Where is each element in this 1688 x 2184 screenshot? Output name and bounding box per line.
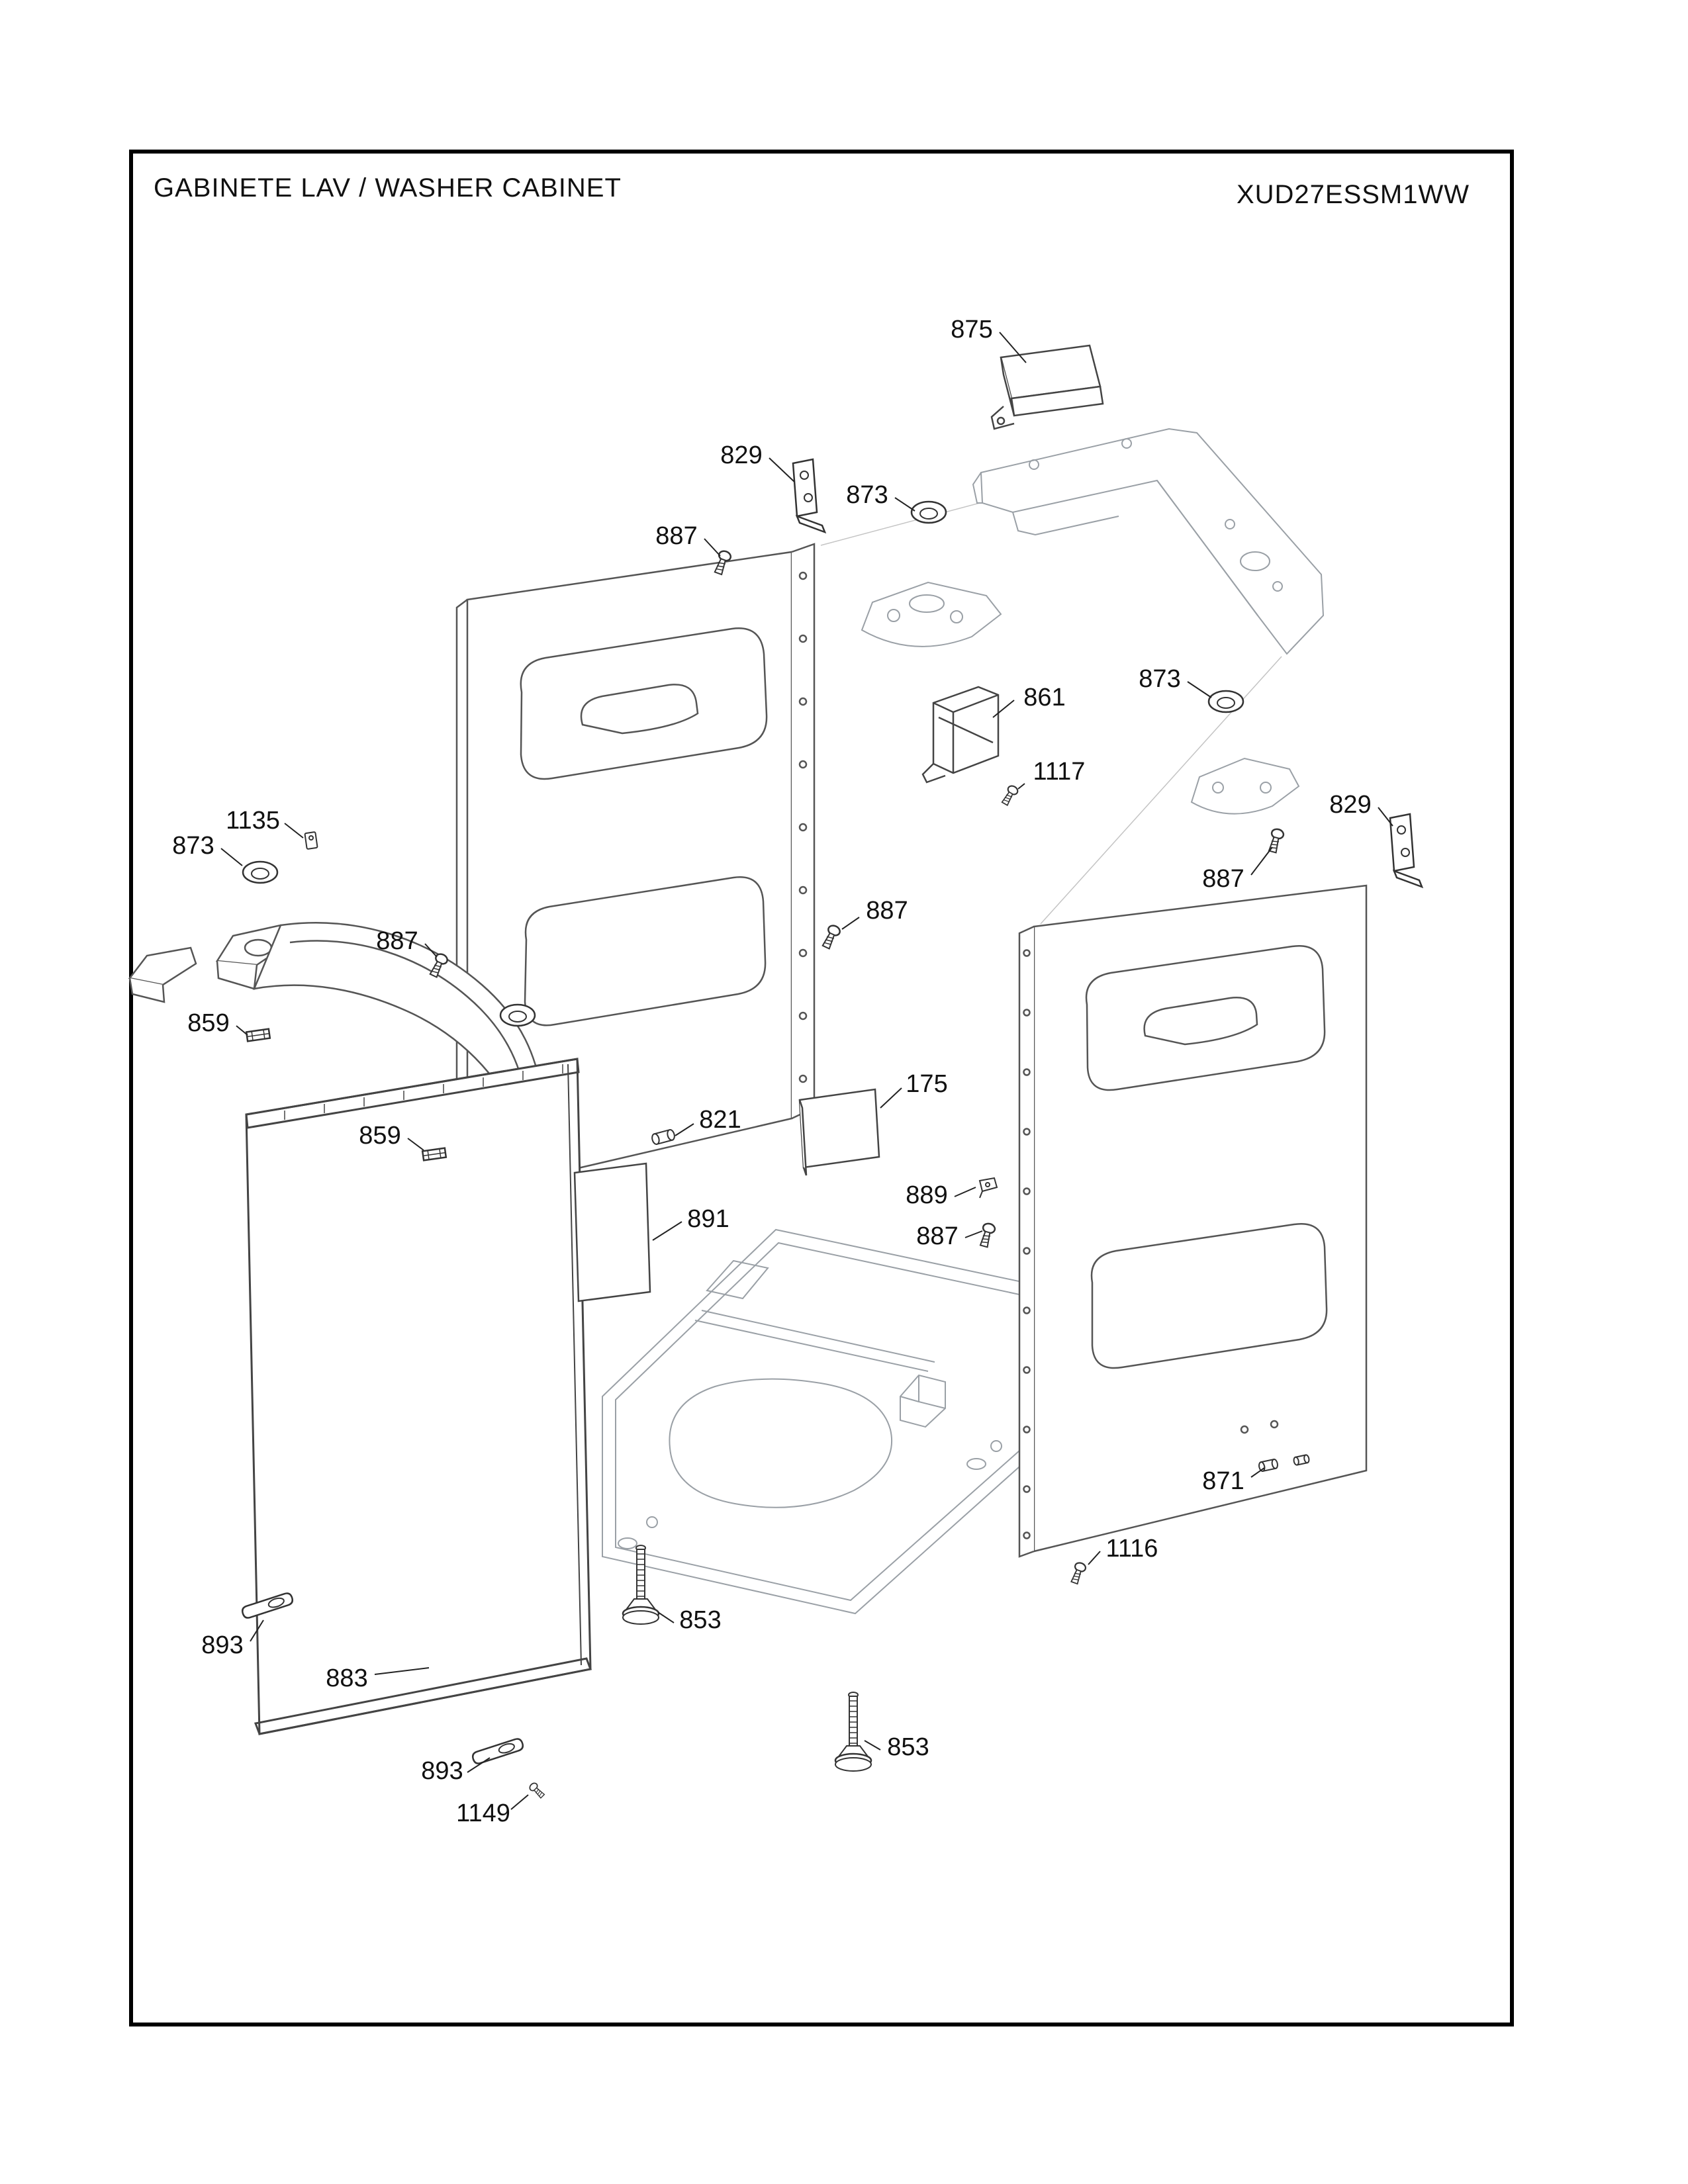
callout-leader-893 xyxy=(467,1757,491,1773)
part-829-bracket-top xyxy=(792,458,826,533)
part-873-grommet-right xyxy=(1207,690,1244,713)
part-859-clip-frontpanel xyxy=(421,1147,447,1161)
part-1117-screw xyxy=(1000,783,1020,807)
part-889-fastener xyxy=(978,1177,998,1199)
diagram-title: GABINETE LAV / WASHER CABINET xyxy=(154,173,622,203)
callout-leader-887 xyxy=(964,1230,983,1238)
callout-leader-859 xyxy=(236,1025,248,1036)
page-border xyxy=(129,150,1514,2026)
callout-leader-1116 xyxy=(1088,1551,1101,1565)
part-887-screw-rightpanel xyxy=(977,1221,997,1249)
part-top-rear-frame xyxy=(972,428,1325,655)
part-861-bracket xyxy=(921,686,1000,784)
callout-leader-175 xyxy=(880,1087,902,1109)
part-893-handle-bottom xyxy=(470,1737,526,1766)
callout-leader-893 xyxy=(250,1619,264,1642)
part-175-label-card xyxy=(798,1088,880,1176)
callout-leader-1117 xyxy=(1017,783,1025,790)
part-875-junction-box xyxy=(990,344,1104,430)
part-873-grommet-left xyxy=(242,860,279,884)
part-callout-829: 829 xyxy=(720,441,762,469)
part-callout-875: 875 xyxy=(951,316,992,343)
part-callout-1117: 1117 xyxy=(1033,758,1086,786)
callout-leader-891 xyxy=(652,1221,682,1241)
callout-leader-887 xyxy=(704,538,721,557)
part-891-label-sheet xyxy=(573,1162,651,1302)
callout-leader-887 xyxy=(424,943,438,958)
part-callout-1135: 1135 xyxy=(226,807,280,835)
callout-leader-875 xyxy=(999,332,1027,363)
callout-leader-853 xyxy=(657,1612,675,1623)
part-corner-gusset-right xyxy=(1190,757,1300,815)
callout-leader-859 xyxy=(407,1138,424,1151)
part-callout-873: 873 xyxy=(1139,665,1180,693)
part-callout-891: 891 xyxy=(687,1205,729,1233)
part-1135-clip xyxy=(304,831,318,850)
part-873-grommet-frame xyxy=(499,1003,536,1027)
part-callout-871: 871 xyxy=(1202,1467,1244,1495)
callout-leader-1149 xyxy=(510,1794,529,1810)
callout-leader-829 xyxy=(769,457,795,482)
part-callout-887: 887 xyxy=(866,897,908,925)
part-callout-859: 859 xyxy=(187,1009,229,1037)
part-corner-gusset-rear xyxy=(861,581,1002,647)
part-829-bracket-right xyxy=(1389,813,1423,888)
part-callout-893: 893 xyxy=(421,1757,463,1785)
part-859-clip-left xyxy=(245,1028,271,1042)
callout-leader-873 xyxy=(220,848,243,866)
part-callout-873: 873 xyxy=(846,481,888,509)
callout-leader-1135 xyxy=(284,823,304,839)
callout-leader-887 xyxy=(1250,846,1273,876)
part-right-panel xyxy=(1018,884,1368,1558)
part-callout-887: 887 xyxy=(655,522,697,550)
part-callout-883: 883 xyxy=(326,1664,367,1692)
model-number: XUD27ESSM1WW xyxy=(1236,180,1470,209)
part-821-spacer xyxy=(651,1128,675,1146)
part-callout-859: 859 xyxy=(359,1122,400,1150)
part-callout-873: 873 xyxy=(172,832,214,860)
callout-leader-883 xyxy=(374,1667,430,1675)
part-callout-887: 887 xyxy=(1202,865,1244,893)
part-callout-829: 829 xyxy=(1329,791,1371,819)
callout-leader-887 xyxy=(841,917,860,930)
part-callout-887: 887 xyxy=(916,1222,958,1250)
part-callout-853: 853 xyxy=(887,1733,929,1761)
part-callout-893: 893 xyxy=(201,1631,243,1659)
callout-leader-821 xyxy=(675,1123,694,1136)
part-front-panel xyxy=(245,1058,592,1735)
part-base-pan xyxy=(602,1228,1032,1615)
part-callout-1116: 1116 xyxy=(1106,1535,1158,1563)
callout-leader-889 xyxy=(954,1187,976,1197)
assembly-alignment-lines xyxy=(820,502,1282,925)
part-rear-panel xyxy=(455,543,816,1203)
callout-leader-873 xyxy=(894,497,915,512)
part-callout-853: 853 xyxy=(679,1606,721,1634)
part-873-grommet-top xyxy=(910,500,947,524)
part-callout-1149: 1149 xyxy=(456,1799,510,1827)
callout-leader-861 xyxy=(992,700,1015,718)
callout-leader-873 xyxy=(1187,681,1212,698)
part-887-screw-center xyxy=(820,923,843,951)
callout-leader-871 xyxy=(1250,1467,1265,1478)
part-callout-861: 861 xyxy=(1023,684,1065,711)
part-1149-screw xyxy=(528,1781,547,1800)
part-871-fasteners xyxy=(1258,1454,1310,1473)
callout-leader-829 xyxy=(1378,807,1393,827)
part-1116-screw xyxy=(1068,1561,1088,1586)
part-callout-175: 175 xyxy=(906,1070,947,1098)
callout-layer: 875 829 873 887 861 873 1117 829 1135 873 887 887 88… xyxy=(172,316,1393,1827)
callout-leader-853 xyxy=(864,1740,881,1751)
part-callout-887: 887 xyxy=(376,927,418,955)
part-853-leveling-leg-right xyxy=(834,1691,872,1772)
part-callout-889: 889 xyxy=(906,1181,947,1209)
part-callout-821: 821 xyxy=(699,1106,741,1134)
